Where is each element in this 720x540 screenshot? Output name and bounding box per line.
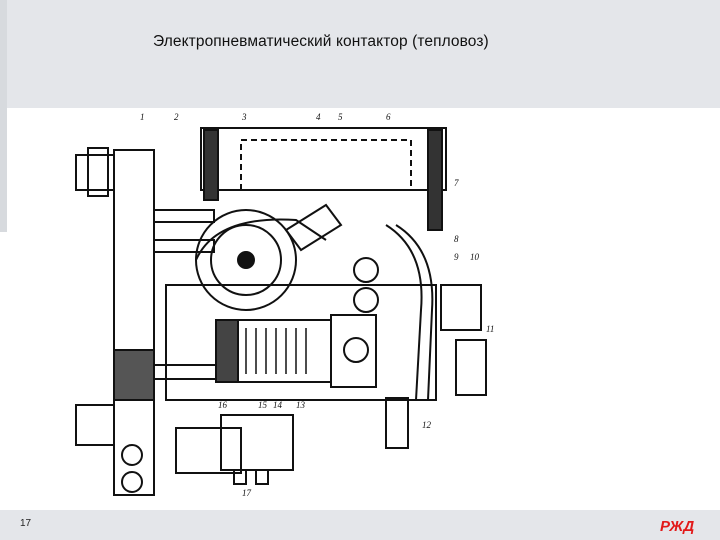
page-number: 17 xyxy=(20,518,32,529)
callout-16: 16 xyxy=(218,400,228,410)
callout-8: 8 xyxy=(454,234,459,244)
svg-text:РЖД: РЖД xyxy=(660,518,694,535)
slide-title: Электропневматический контактор (теплово… xyxy=(153,33,489,50)
callout-6: 6 xyxy=(386,112,391,122)
contactor-technical-drawing: 1 2 3 4 5 6 7 8 9 10 11 12 13 14 15 16 1… xyxy=(75,112,494,498)
callout-12: 12 xyxy=(422,420,432,430)
slide-header xyxy=(0,0,720,108)
callout-5: 5 xyxy=(338,112,343,122)
callout-11: 11 xyxy=(486,324,494,334)
callout-2: 2 xyxy=(174,112,179,122)
callout-17: 17 xyxy=(242,488,252,498)
rzd-logo: РЖД xyxy=(660,518,694,535)
slide-footer: 17 РЖД xyxy=(0,510,720,540)
callout-1: 1 xyxy=(140,112,145,122)
callout-15: 15 xyxy=(258,400,268,410)
callout-4: 4 xyxy=(316,112,321,122)
callout-9: 9 xyxy=(454,252,459,262)
callout-7: 7 xyxy=(454,178,459,188)
header-edge-decoration xyxy=(0,0,7,232)
callout-13: 13 xyxy=(296,400,306,410)
callout-10: 10 xyxy=(470,252,480,262)
callout-14: 14 xyxy=(273,400,283,410)
callout-3: 3 xyxy=(241,112,247,122)
